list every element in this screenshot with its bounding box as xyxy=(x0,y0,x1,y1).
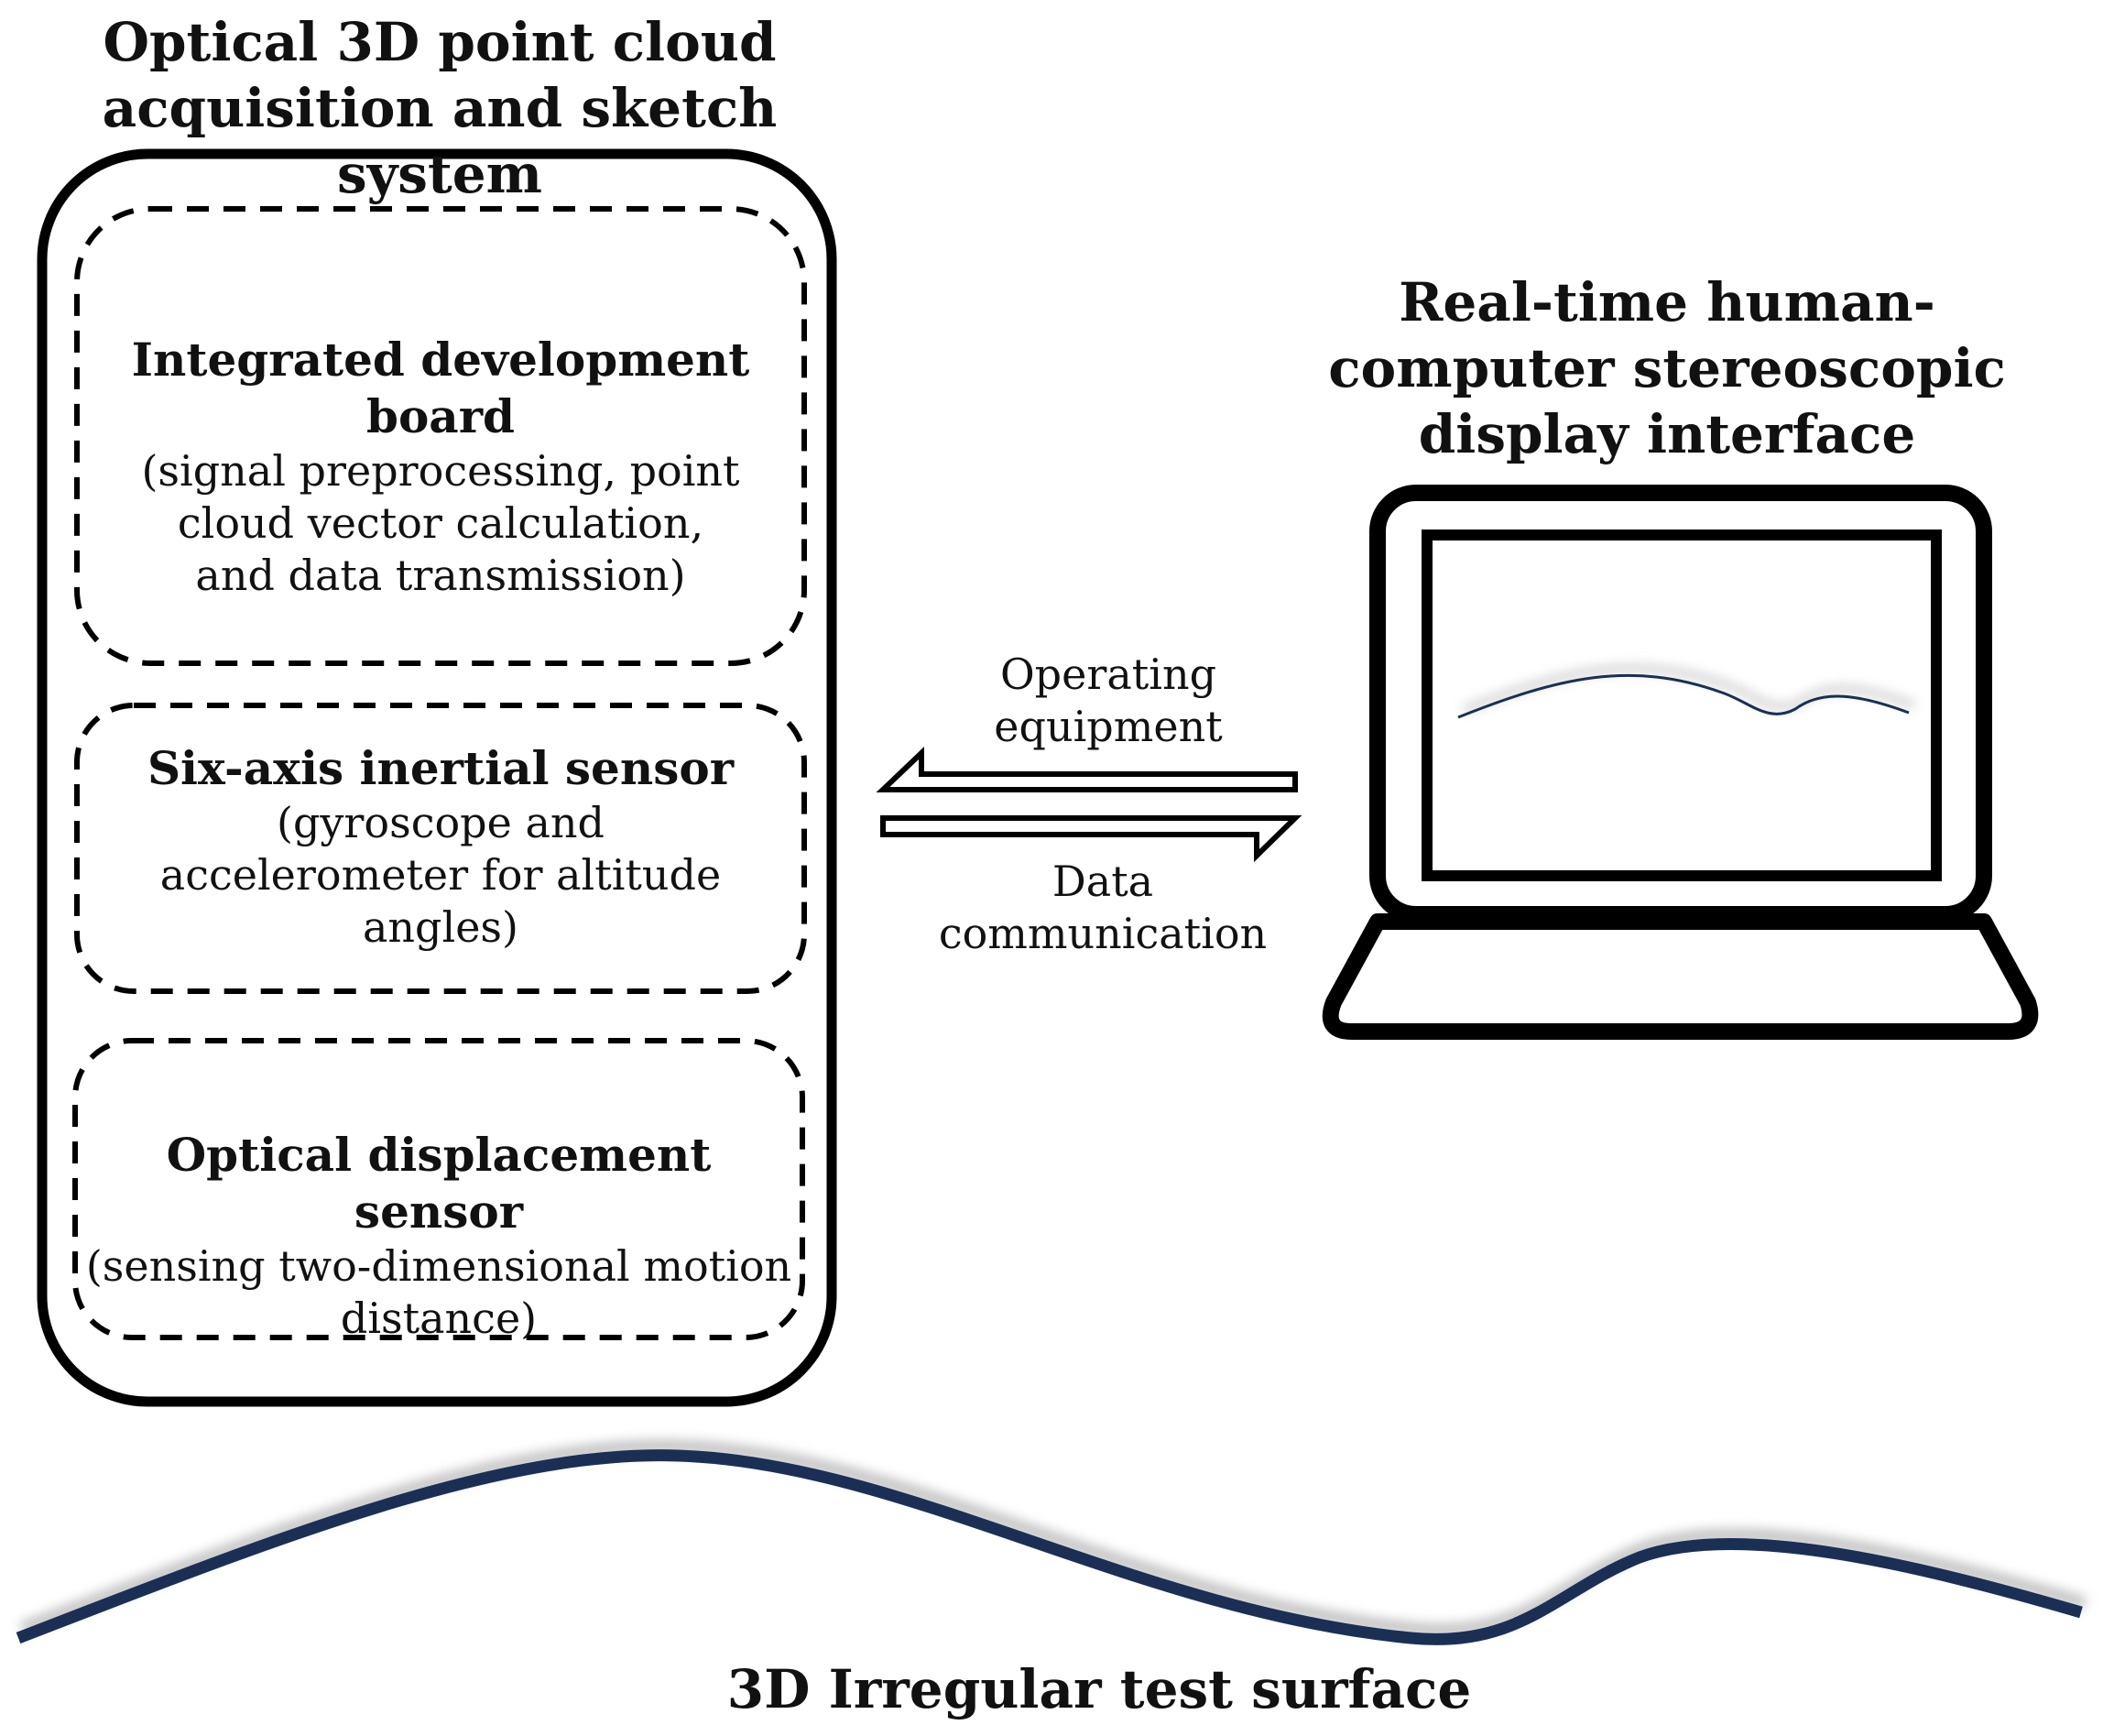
board-desc-line-2: cloud vector calculation, xyxy=(177,498,704,548)
surface-label: 3D Irregular test surface xyxy=(586,1656,1612,1722)
operating-arrow-icon xyxy=(876,747,1298,792)
data-arrow-icon xyxy=(880,815,1302,863)
test-surface-curve xyxy=(16,1439,2087,1645)
system-title-line-2: acquisition and sketch system xyxy=(102,77,778,205)
system-title-line-1: Optical 3D point cloud xyxy=(103,11,777,73)
display-title-line-2: computer stereoscopic xyxy=(1328,337,2006,399)
system-title: Optical 3D point cloud acquisition and s… xyxy=(18,9,861,207)
data-label-line-1: Data xyxy=(1052,857,1154,906)
data-label-line-2: communication xyxy=(938,909,1268,958)
screen-surface-curve xyxy=(1457,673,1910,719)
board-desc-line-3: and data transmission) xyxy=(195,551,686,600)
imu-title: Six-axis inertial sensor xyxy=(147,741,735,795)
data-communication-label: Data communication xyxy=(910,856,1295,960)
display-title-line-1: Real-time human- xyxy=(1399,271,1935,333)
board-desc-line-1: (signal preprocessing, point xyxy=(141,446,740,496)
imu-desc-line-1: (gyroscope and xyxy=(277,798,605,847)
operating-equipment-label: Operating equipment xyxy=(916,649,1301,753)
surface-label-text: 3D Irregular test surface xyxy=(726,1658,1472,1720)
board-title: Integrated development board xyxy=(131,333,750,443)
board-box xyxy=(74,206,807,666)
optical-sensor-module: Optical displacement sensor (sensing two… xyxy=(77,1127,801,1345)
display-title-line-3: display interface xyxy=(1418,403,1916,465)
optical-sensor-title: Optical displacement sensor xyxy=(166,1128,712,1239)
optical-sensor-desc-line-2: distance) xyxy=(340,1294,538,1343)
imu-desc-line-3: angles) xyxy=(363,902,518,952)
imu-desc-line-2: accelerometer for altitude xyxy=(159,850,722,900)
display-title: Real-time human- computer stereoscopic d… xyxy=(1328,269,2006,467)
laptop-icon xyxy=(1322,485,2039,1040)
optical-sensor-box xyxy=(72,1038,805,1340)
board-module: Integrated development board (signal pre… xyxy=(79,332,802,602)
imu-box xyxy=(74,703,807,994)
operating-label-line-1: Operating xyxy=(999,650,1217,699)
imu-module: Six-axis inertial sensor (gyroscope and … xyxy=(79,740,802,954)
system-container xyxy=(37,148,837,1407)
optical-sensor-desc-line-1: (sensing two-dimensional motion xyxy=(85,1241,792,1291)
operating-label-line-2: equipment xyxy=(994,702,1223,751)
